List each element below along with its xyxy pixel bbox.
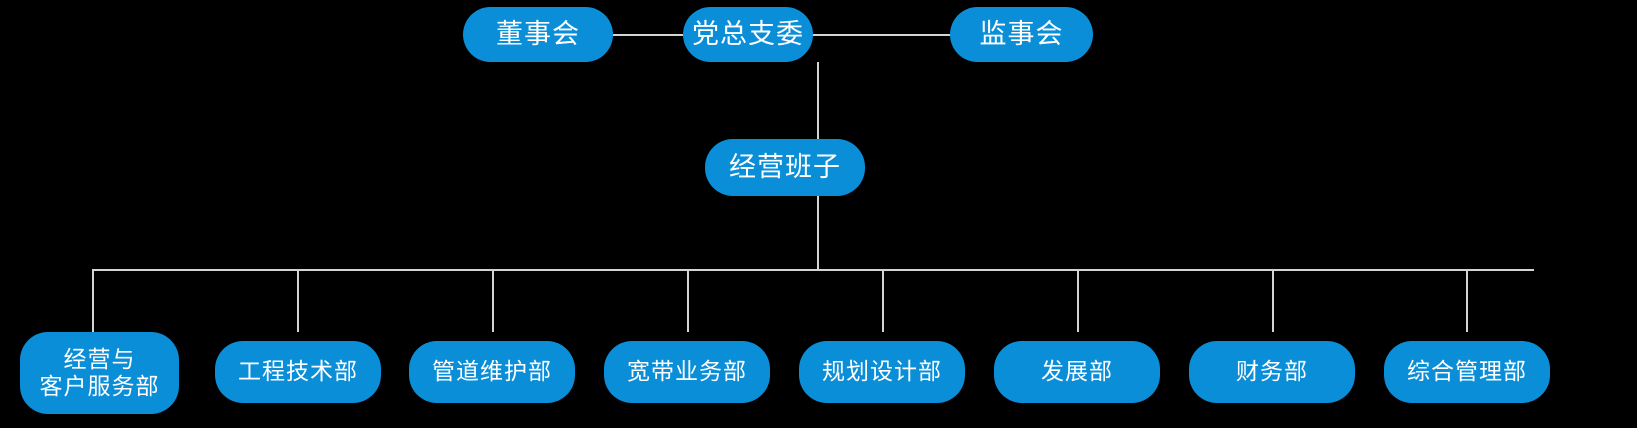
- connector-party-to-management: [817, 62, 819, 140]
- node-dept-operations-customer-service[interactable]: 经营与 客户服务部: [20, 332, 179, 414]
- node-board-of-directors[interactable]: 董事会: [463, 7, 613, 62]
- connector-drop-dept-4: [687, 269, 689, 332]
- node-dept-planning-design[interactable]: 规划设计部: [799, 341, 965, 403]
- node-management-team[interactable]: 经营班子: [705, 139, 865, 196]
- connector-party-to-supervisors: [812, 34, 990, 36]
- connector-drop-dept-8: [1466, 269, 1468, 332]
- node-dept-finance[interactable]: 财务部: [1189, 341, 1355, 403]
- node-dept-engineering-technology[interactable]: 工程技术部: [215, 341, 381, 403]
- connector-drop-dept-6: [1077, 269, 1079, 332]
- connector-drop-dept-7: [1272, 269, 1274, 332]
- connector-drop-dept-2: [297, 269, 299, 332]
- connector-drop-dept-3: [492, 269, 494, 332]
- node-dept-development[interactable]: 发展部: [994, 341, 1160, 403]
- connector-department-bus: [92, 269, 1534, 271]
- node-board-of-supervisors[interactable]: 监事会: [950, 7, 1093, 62]
- connector-drop-dept-1: [92, 269, 94, 332]
- connector-board-to-party: [613, 34, 683, 36]
- node-dept-broadband-business[interactable]: 宽带业务部: [604, 341, 770, 403]
- connector-drop-dept-5: [882, 269, 884, 332]
- connector-management-to-bus: [817, 196, 819, 271]
- node-dept-pipeline-maintenance[interactable]: 管道维护部: [409, 341, 575, 403]
- node-dept-general-management[interactable]: 综合管理部: [1384, 341, 1550, 403]
- node-party-branch-committee[interactable]: 党总支委: [683, 7, 813, 62]
